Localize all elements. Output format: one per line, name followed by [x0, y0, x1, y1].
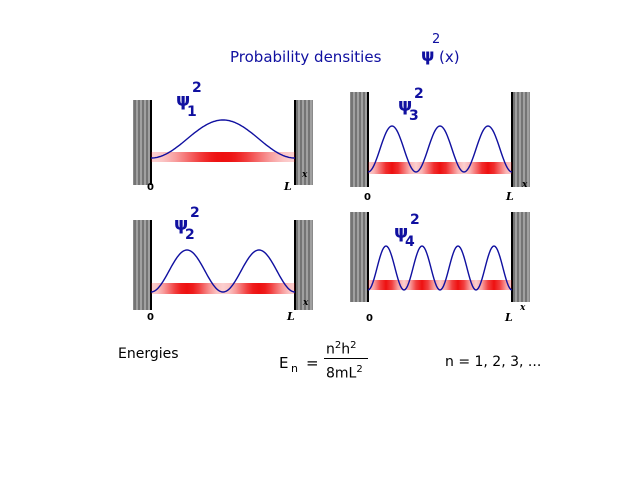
axis-L-label: L [287, 310, 295, 323]
title-psi-argument: (x) [439, 48, 460, 66]
equals-sign: = [306, 354, 319, 372]
axis-zero-label: 0 [364, 192, 371, 203]
psi3-index: 3 [409, 108, 419, 124]
axis-L-label: L [284, 180, 292, 193]
quantum-number-range: n = 1, 2, 3, ... [445, 354, 542, 370]
psi1-index: 1 [187, 104, 197, 120]
psi4-exponent: 2 [410, 212, 420, 228]
psi2-index: 2 [185, 227, 195, 243]
panel-svg [350, 92, 530, 187]
energy-symbol: E [279, 354, 289, 372]
panel-svg [133, 100, 313, 185]
psi3-label: ψ [398, 95, 413, 116]
psi2-label: ψ [174, 214, 189, 235]
axis-x-label: x [303, 298, 309, 308]
psi4-label: ψ [394, 222, 409, 243]
panel-psi1 [133, 100, 313, 210]
panel-psi4 [350, 212, 530, 322]
panel-svg [133, 220, 313, 310]
left-wall [133, 100, 151, 185]
energy-numerator: n2h2 [326, 340, 357, 358]
title-psi-exponent: 2 [432, 32, 441, 47]
psi3-exponent: 2 [414, 86, 424, 102]
axis-zero-label: 0 [147, 312, 154, 323]
left-wall [350, 212, 368, 302]
psi1-label: ψ [176, 90, 191, 111]
psi2-exponent: 2 [190, 205, 200, 221]
psi1-exponent: 2 [192, 80, 202, 96]
title-psi-symbol: ψ [421, 46, 435, 66]
panel-psi2 [133, 220, 313, 330]
probability-density-strip [368, 280, 512, 290]
psi4-index: 4 [405, 234, 415, 250]
axis-zero-label: 0 [366, 313, 373, 324]
panel-svg [350, 212, 530, 302]
diagram-title: Probability densities [230, 48, 382, 66]
probability-density-strip [368, 162, 512, 174]
psi-squared-curve [367, 125, 513, 173]
psi-squared-curve [150, 249, 296, 293]
left-wall [350, 92, 368, 187]
energies-label: Energies [118, 346, 179, 362]
axis-zero-label: 0 [147, 182, 154, 193]
psi-squared-curve [367, 245, 513, 291]
energy-subscript: n [291, 362, 298, 375]
panel-psi3 [350, 92, 530, 202]
left-wall [133, 220, 151, 310]
right-wall [512, 212, 530, 302]
right-wall [295, 220, 313, 310]
axis-L-label: L [505, 311, 513, 324]
energy-denominator: 8mL2 [326, 364, 363, 382]
probability-density-strip [151, 283, 295, 294]
axis-x-label: x [520, 303, 526, 313]
fraction-bar [324, 358, 368, 359]
probability-density-strip [151, 152, 295, 162]
axis-L-label: L [506, 190, 514, 203]
psi-squared-curve [151, 119, 295, 159]
axis-x-label: x [302, 170, 308, 180]
right-wall [512, 92, 530, 187]
axis-x-label: x [522, 180, 528, 190]
